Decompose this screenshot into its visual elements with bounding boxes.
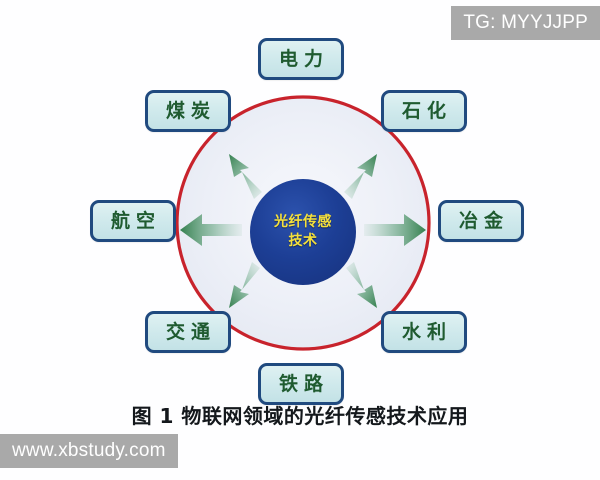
arrow-east [364, 214, 426, 246]
center-hub: 光纤传感 技术 [250, 179, 356, 285]
figure-caption: 图 1 物联网领域的光纤传感技术应用 [0, 404, 600, 428]
watermark-bottom-left: www.xbstudy.com [0, 434, 178, 468]
watermark-top-right: TG: MYYJJPP [451, 6, 600, 40]
node-water-conservancy[interactable]: 水利 [381, 311, 467, 353]
arrow-southeast [346, 262, 377, 308]
arrow-southwest [229, 262, 260, 308]
red-ring [175, 95, 431, 351]
node-label: 航空 [110, 209, 161, 232]
center-hub-line-1: 光纤传感 [274, 213, 332, 230]
node-label: 石化 [401, 99, 452, 122]
node-electric-power[interactable]: 电力 [258, 38, 344, 80]
arrow-west [180, 214, 242, 246]
node-metallurgy[interactable]: 冶金 [438, 200, 524, 242]
node-label: 交通 [165, 320, 216, 343]
node-label: 冶金 [458, 209, 509, 232]
arrow-northeast [344, 154, 377, 199]
node-label: 电力 [278, 47, 329, 70]
node-label: 煤炭 [165, 99, 216, 122]
node-railway[interactable]: 铁路 [258, 363, 344, 405]
figure-caption-text: 图 1 物联网领域的光纤传感技术应用 [131, 404, 469, 428]
center-hub-line-2: 技术 [288, 233, 318, 249]
arrow-northwest [229, 154, 262, 199]
node-coal[interactable]: 煤炭 [145, 90, 231, 132]
node-petrochemical[interactable]: 石化 [381, 90, 467, 132]
node-aviation[interactable]: 航空 [90, 200, 176, 242]
node-transportation[interactable]: 交通 [145, 311, 231, 353]
node-label: 铁路 [278, 372, 329, 395]
node-label: 水利 [401, 320, 452, 343]
